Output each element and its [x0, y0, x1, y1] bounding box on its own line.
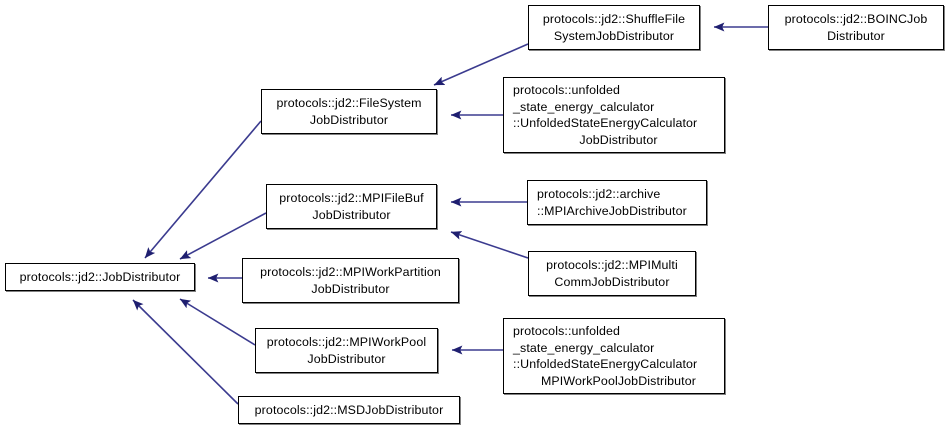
edge-mpifilebuf-to-jobdistributor	[179, 212, 267, 260]
node-label-line: SystemJobDistributor	[553, 28, 675, 43]
node-label-line: protocols::unfolded	[513, 324, 621, 338]
node-label-line: protocols::jd2::MPIWorkPool	[266, 335, 427, 349]
node-label-line: ::MPIArchiveJobDistributor	[537, 203, 687, 218]
node-label-line: MPIWorkPoolJobDistributor	[540, 373, 697, 388]
node-jobdistributor[interactable]: protocols::jd2::JobDistributor	[5, 263, 195, 291]
node-label-line: CommJobDistributor	[554, 274, 670, 289]
node-mpifilebuf-jobdistributor[interactable]: protocols::jd2::MPIFileBuf JobDistributo…	[266, 184, 437, 229]
node-mpiarchive-jobdistributor[interactable]: protocols::jd2::archive ::MPIArchiveJobD…	[527, 180, 707, 225]
node-label-line: ::UnfoldedStateEnergyCalculator	[513, 116, 698, 130]
node-label-line: protocols::jd2::archive	[537, 187, 661, 201]
edge-filesystem-to-jobdistributor	[144, 120, 262, 259]
node-label-line: ::UnfoldedStateEnergyCalculator	[513, 357, 698, 371]
node-label-line: protocols::jd2::MPIWorkPartition	[260, 265, 441, 279]
node-msd-jobdistributor[interactable]: protocols::jd2::MSDJobDistributor	[238, 396, 460, 424]
node-shufflefilesystem-jobdistributor[interactable]: protocols::jd2::ShuffleFile SystemJobDis…	[528, 5, 700, 50]
node-mpiworkpool-jobdistributor[interactable]: protocols::jd2::MPIWorkPool JobDistribut…	[255, 328, 438, 373]
node-label-line: JobDistributor	[311, 281, 390, 296]
node-label-line: protocols::jd2::MPIMulti	[546, 258, 678, 272]
node-label-line: JobDistributor	[312, 207, 391, 222]
node-boincjob-distributor[interactable]: protocols::jd2::BOINCJob Distributor	[768, 5, 944, 50]
node-label-line: _state_energy_calculator	[513, 340, 655, 355]
node-label-line: protocols::jd2::BOINCJob	[784, 12, 928, 26]
node-label-line: protocols::jd2::FileSystem	[276, 96, 422, 110]
node-label-line: protocols::jd2::MPIFileBuf	[279, 191, 424, 205]
node-unfoldedstateenergycalculator-jobdistributor[interactable]: protocols::unfolded _state_energy_calcul…	[503, 77, 725, 153]
node-mpiworkpartition-jobdistributor[interactable]: protocols::jd2::MPIWorkPartition JobDist…	[242, 258, 459, 303]
edge-mpiworkpool-to-jobdistributor	[179, 298, 256, 346]
node-unfoldedstateenergycalculator-mpiworkpool-jobdistributor[interactable]: protocols::unfolded _state_energy_calcul…	[503, 318, 725, 394]
node-filesystem-jobdistributor[interactable]: protocols::jd2::FileSystem JobDistributo…	[261, 89, 437, 134]
node-mpimulticomm-jobdistributor[interactable]: protocols::jd2::MPIMulti CommJobDistribu…	[528, 251, 696, 296]
node-label-line: protocols::unfolded	[513, 83, 621, 97]
node-label-line: Distributor	[827, 28, 885, 43]
node-label-line: protocols::jd2::ShuffleFile	[542, 12, 686, 26]
node-label-line: protocols::jd2::JobDistributor	[19, 269, 181, 284]
edge-msd-to-jobdistributor	[132, 299, 239, 405]
node-label-line: JobDistributor	[579, 132, 658, 147]
node-label-line: JobDistributor	[309, 112, 389, 127]
node-label-line: protocols::jd2::MSDJobDistributor	[254, 402, 444, 417]
node-label-line: JobDistributor	[307, 351, 386, 366]
edge-mpimulticomm-to-mpifilebuf	[450, 231, 529, 259]
node-label-line: _state_energy_calculator	[513, 99, 655, 114]
